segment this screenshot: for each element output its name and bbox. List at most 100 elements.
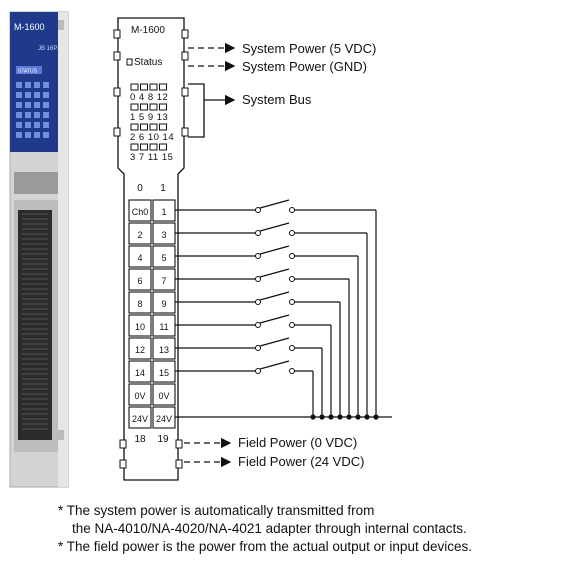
terminal-label-left: 10 <box>135 322 145 332</box>
bus-led <box>149 83 158 91</box>
system-power-5v-label: System Power (5 VDC) <box>242 41 376 56</box>
photo-led <box>34 132 40 138</box>
photo-status-led <box>16 66 42 74</box>
photo-model-label: M-1600 <box>14 22 45 32</box>
photo-led <box>25 112 31 118</box>
photo-led <box>25 102 31 108</box>
bus-led <box>159 123 167 131</box>
photo-led <box>43 82 49 88</box>
photo-led <box>34 122 40 128</box>
switch-contact <box>289 322 295 328</box>
status-led <box>126 58 133 66</box>
switch-blade <box>259 314 290 324</box>
photo-led <box>16 102 22 108</box>
switch-blade <box>259 268 290 278</box>
photo-led <box>25 82 31 88</box>
bus-pin-numbers-1: 1 5 9 13 <box>130 112 168 123</box>
switch-contact <box>255 368 261 374</box>
terminal-label-right: 9 <box>161 299 166 309</box>
bus-led <box>130 83 139 91</box>
terminal-label-right: 7 <box>161 276 166 286</box>
photo-led <box>43 102 49 108</box>
terminal-cell-right <box>152 383 176 406</box>
footnote-line-1: * The system power is automatically tran… <box>58 503 375 518</box>
terminal-label-right: 5 <box>161 253 166 263</box>
switch-contact <box>289 299 295 305</box>
bus-led <box>140 123 148 131</box>
switch-blade <box>259 199 290 209</box>
photo-led <box>25 132 31 138</box>
system-power-gnd-label: System Power (GND) <box>242 59 367 74</box>
terminal-label-right: 1 <box>161 207 166 217</box>
bus-pin-numbers-3: 3 7 11 15 <box>130 152 173 163</box>
footnote-line-2: the NA-4010/NA-4020/NA-4021 adapter thro… <box>72 521 467 536</box>
photo-led <box>43 112 49 118</box>
switch-blade <box>259 222 290 232</box>
terminal-label-left: Ch0 <box>132 207 149 217</box>
photo-led <box>16 122 22 128</box>
field-power-24v-label: Field Power (24 VDC) <box>238 454 364 469</box>
photo-led <box>25 122 31 128</box>
photo-led <box>25 92 31 98</box>
bus-led <box>159 103 167 111</box>
column-header-1: 1 <box>160 183 166 194</box>
bus-led <box>149 123 158 131</box>
photo-led <box>34 82 40 88</box>
junction-dot <box>328 414 334 420</box>
terminal-cell-left <box>128 268 152 291</box>
switch-contact <box>255 276 261 282</box>
terminal-cell-left <box>128 199 152 222</box>
bus-led <box>159 143 167 151</box>
terminal-label-right: 11 <box>159 322 168 332</box>
bottom-number-19: 19 <box>157 434 169 445</box>
terminal-label-right: 15 <box>159 368 169 378</box>
switch-contact <box>255 299 261 305</box>
status-label: Status <box>134 57 162 68</box>
bus-pin-numbers-2: 2 6 10 14 <box>130 132 174 143</box>
switch-contact <box>255 230 261 236</box>
photo-led <box>16 92 22 98</box>
junction-dot <box>337 414 343 420</box>
bus-led <box>130 143 139 151</box>
photo-connector-pins <box>22 213 48 430</box>
terminal-label-left: 0V <box>134 391 145 401</box>
photo-status-label: STATUS <box>18 69 38 75</box>
switch-contact <box>289 253 295 259</box>
switch-contact <box>289 276 295 282</box>
photo-sub-label: JB 16PS <box>38 46 61 52</box>
switch-wiring <box>175 199 392 420</box>
terminal-label-left: 8 <box>137 299 142 309</box>
terminal-label-left: 4 <box>137 253 142 263</box>
photo-led <box>43 132 49 138</box>
bus-led <box>130 123 139 131</box>
module-model-label: M-1600 <box>131 25 165 36</box>
terminal-label-left: 2 <box>137 230 142 240</box>
junction-dot <box>364 414 370 420</box>
terminal-cell-left <box>128 360 152 383</box>
footnote-line-3: * The field power is the power from the … <box>58 539 472 554</box>
bus-led <box>140 83 148 91</box>
module-photo: M-1600 JB 16PS STATUS <box>9 11 69 488</box>
bottom-number-18: 18 <box>134 434 146 445</box>
photo-led <box>43 122 49 128</box>
junction-dot <box>319 414 325 420</box>
photo-led <box>34 102 40 108</box>
system-bus-label: System Bus <box>242 92 312 107</box>
terminal-cell-left <box>128 314 152 337</box>
switch-contact <box>255 207 261 213</box>
terminal-label-left: 12 <box>135 345 145 355</box>
junction-dot <box>310 414 316 420</box>
switch-blade <box>259 291 290 301</box>
bus-led <box>149 143 158 151</box>
terminal-cell-left <box>128 383 152 406</box>
switch-blade <box>259 245 290 255</box>
switch-contact <box>255 322 261 328</box>
photo-led <box>16 82 22 88</box>
switch-contact <box>255 345 261 351</box>
column-header-0: 0 <box>137 183 143 194</box>
photo-led <box>43 92 49 98</box>
switch-contact <box>289 345 295 351</box>
bus-led <box>149 103 158 111</box>
